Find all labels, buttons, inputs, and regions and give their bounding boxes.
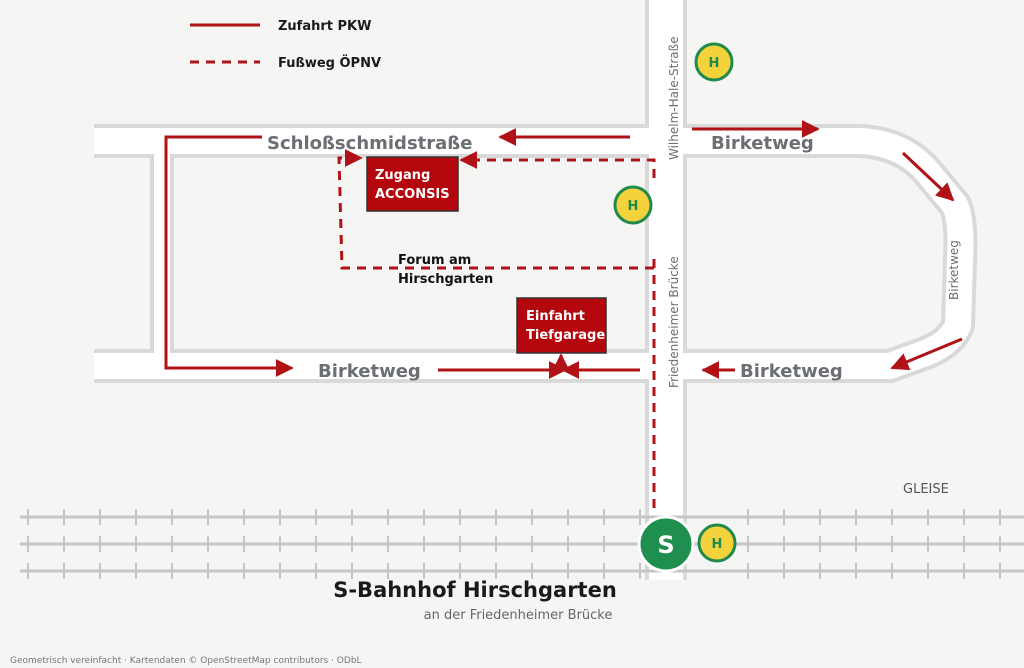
label-birketweg-bottom-right: Birketweg bbox=[740, 361, 843, 382]
sbahn-station-icon: S bbox=[637, 515, 695, 573]
zugang-line2: ACCONSIS bbox=[375, 187, 450, 202]
label-wilhelm-hale-strasse: Wilhelm-Hale-Straße bbox=[667, 36, 681, 160]
road-birketweg-loop bbox=[660, 128, 974, 379]
einfahrt-line1: Einfahrt bbox=[526, 309, 585, 324]
bus-stop-h-icon: H bbox=[709, 56, 720, 71]
route-loop-diagonal-down bbox=[901, 151, 955, 202]
road-network bbox=[94, 0, 978, 580]
label-birketweg-bottom-left: Birketweg bbox=[318, 361, 421, 382]
legend: Zufahrt PKW Fußweg ÖPNV bbox=[190, 19, 381, 71]
rail-tracks bbox=[20, 509, 1024, 579]
bus-stop-h-icon: H bbox=[712, 537, 723, 552]
foot-routes bbox=[337, 149, 656, 508]
car-routes bbox=[164, 120, 963, 379]
route-foot-forum-loop bbox=[337, 149, 654, 270]
einfahrt-tiefgarage-box: Einfahrt Tiefgarage bbox=[516, 297, 607, 354]
zugang-acconsis-box: Zugang ACCONSIS bbox=[366, 156, 459, 212]
bus-stop-h-icon: H bbox=[628, 199, 639, 214]
label-schlossschmidstrasse: Schloßschmidstraße bbox=[267, 133, 472, 154]
bus-stop-wilhelm-hale: H bbox=[694, 42, 734, 82]
label-friedenheimer-bruecke: Friedenheimer Brücke bbox=[667, 256, 681, 388]
route-schloss-to-birket-left bbox=[164, 135, 294, 377]
forum-label-line1: Forum am bbox=[398, 253, 471, 268]
einfahrt-line2: Tiefgarage bbox=[526, 328, 605, 343]
station-title: S-Bahnhof Hirschgarten bbox=[333, 578, 617, 602]
bus-stop-station: H bbox=[697, 523, 737, 563]
bus-stop-friedenheimer: H bbox=[613, 185, 653, 225]
label-birketweg-top: Birketweg bbox=[711, 133, 814, 154]
label-birketweg-vertical: Birketweg bbox=[947, 240, 961, 300]
route-foot-top-west bbox=[459, 151, 656, 178]
tracks-label: GLEISE bbox=[903, 482, 949, 497]
forum-label-line2: Hirschgarten bbox=[398, 272, 493, 287]
map-attribution: Geometrisch vereinfacht · Kartendaten © … bbox=[10, 656, 362, 666]
sbahn-s-icon: S bbox=[657, 531, 674, 559]
zugang-line1: Zugang bbox=[375, 168, 430, 183]
station-subtitle: an der Friedenheimer Brücke bbox=[424, 608, 613, 623]
route-loop-diagonal-back bbox=[890, 337, 963, 371]
legend-car-access-label: Zufahrt PKW bbox=[278, 19, 371, 34]
legend-foot-transit-label: Fußweg ÖPNV bbox=[278, 55, 381, 71]
